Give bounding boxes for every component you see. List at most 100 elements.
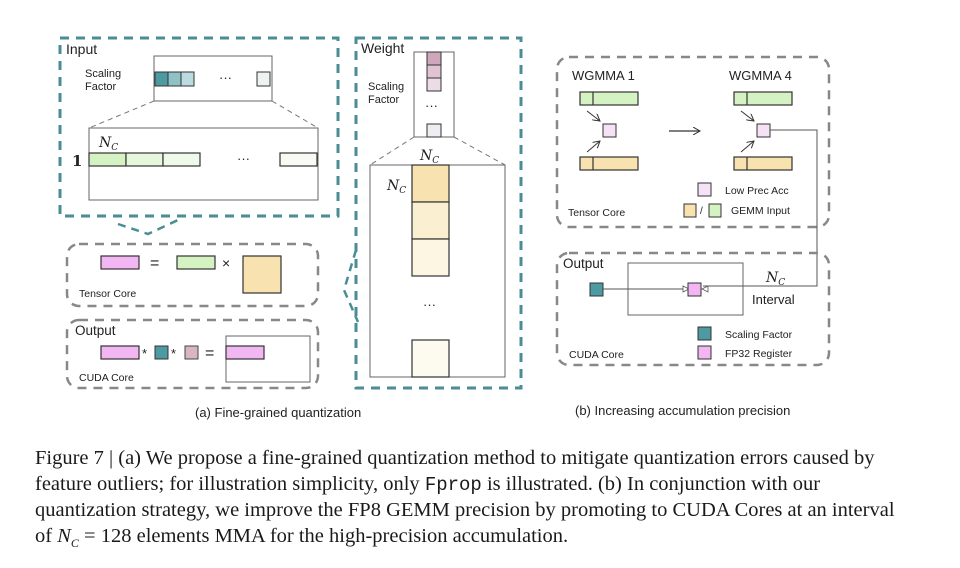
input-scaling-label-1: Scaling bbox=[85, 68, 121, 80]
tensor-core-container-b bbox=[555, 55, 831, 229]
wgmma-1-label: WGMMA 1 bbox=[572, 68, 635, 83]
input-block-2 bbox=[125, 152, 164, 167]
input-block-3 bbox=[162, 152, 201, 167]
output-title-b: Output bbox=[563, 256, 604, 271]
input-scale-cell-1 bbox=[154, 71, 169, 87]
input-scale-cell-3 bbox=[180, 71, 195, 87]
legend-fp32-swatch bbox=[697, 345, 712, 360]
wgmma4-arrow-up bbox=[740, 141, 754, 153]
wgmma4-low-prec-acc bbox=[756, 123, 771, 138]
input-scale-ellipsis: ··· bbox=[219, 70, 232, 85]
input-scale-cell-last bbox=[256, 71, 271, 87]
out-star-1: * bbox=[142, 346, 147, 361]
weight-zoom-line-right bbox=[453, 136, 506, 166]
wgmma4-green-input bbox=[733, 91, 793, 106]
legend-green-swatch bbox=[708, 203, 722, 218]
weight-matrix-ellipsis: ··· bbox=[423, 297, 436, 312]
weight-scale-ellipsis: ··· bbox=[425, 98, 438, 113]
legend-low-prec-acc-swatch bbox=[697, 182, 712, 197]
figure-7-diagram: Input Scaling Factor ··· NC 1 ··· = × Te… bbox=[58, 36, 831, 420]
caption-code: Fprop bbox=[424, 473, 482, 496]
weight-scaling-label-1: Scaling bbox=[368, 81, 404, 93]
input-block-last bbox=[279, 152, 318, 167]
out-star-2: * bbox=[171, 346, 176, 361]
wgmma1-yellow-input bbox=[579, 156, 639, 171]
output-nc-label: NC bbox=[765, 270, 785, 288]
caption-prefix: Figure 7 | (a) We propose a fine-grained… bbox=[35, 447, 875, 495]
input-container bbox=[58, 36, 340, 218]
output-title-a: Output bbox=[75, 323, 116, 338]
weight-block-2 bbox=[411, 201, 450, 240]
weight-scale-cell-3 bbox=[426, 77, 442, 92]
input-row-label: 1 bbox=[72, 152, 82, 170]
weight-scale-cell-1 bbox=[426, 51, 442, 66]
tensor-core-label-a: Tensor Core bbox=[79, 288, 136, 300]
out-result-block bbox=[225, 345, 265, 360]
legend-gemm-input-label: GEMM Input bbox=[731, 205, 790, 217]
tc-weight-block bbox=[242, 255, 282, 294]
weight-title: Weight bbox=[361, 40, 404, 56]
panel-b-caption: (b) Increasing accumulation precision bbox=[575, 403, 790, 418]
wgmma4-yellow-input bbox=[733, 156, 793, 171]
legend-scaling-factor-swatch bbox=[697, 326, 712, 341]
caption-suffix: = 128 elements MMA for the high-precisio… bbox=[78, 524, 569, 547]
weight-scale-cell-2 bbox=[426, 64, 442, 79]
input-chevron bbox=[117, 218, 179, 236]
weight-scale-cell-last bbox=[426, 123, 442, 138]
input-title: Input bbox=[66, 41, 97, 57]
input-matrix-ellipsis: ··· bbox=[237, 151, 250, 166]
tc-equals: = bbox=[150, 255, 159, 272]
legend-slash: / bbox=[700, 206, 703, 217]
input-zoom-line-right bbox=[271, 100, 319, 129]
promotion-path bbox=[703, 129, 818, 287]
out-equals: = bbox=[205, 345, 214, 362]
input-block-1 bbox=[88, 152, 127, 167]
cuda-core-label-b: CUDA Core bbox=[569, 349, 624, 361]
scale-arrow-head bbox=[682, 285, 690, 293]
panel-a-caption: (a) Fine-grained quantization bbox=[195, 405, 361, 420]
output-container-a bbox=[65, 318, 320, 390]
tc-input-block bbox=[176, 255, 216, 270]
promotion-arrow-head bbox=[701, 285, 709, 293]
output-container-b bbox=[555, 251, 831, 367]
input-scaling-label-2: Factor bbox=[85, 81, 117, 93]
tensor-core-label-b: Tensor Core bbox=[568, 207, 625, 219]
legend-yellow-swatch bbox=[683, 203, 697, 218]
weight-block-3 bbox=[411, 238, 450, 277]
weight-container bbox=[354, 36, 523, 390]
wgmma1-arrow-down bbox=[586, 110, 600, 121]
caption-middle: is illustrated. (b) In conjunction with … bbox=[35, 472, 895, 547]
output-scaling-factor bbox=[589, 282, 604, 297]
panel-b: WGMMA 1 WGMMA 4 Low Prec Acc / GEMM Inpu… bbox=[555, 55, 831, 418]
tensor-core-container-a bbox=[65, 242, 320, 308]
legend-scaling-factor-label: Scaling Factor bbox=[725, 329, 793, 341]
weight-block-1 bbox=[411, 164, 450, 203]
wgmma4-arrow-down bbox=[740, 110, 754, 121]
out-weight-scale bbox=[184, 345, 199, 360]
figure-caption: Figure 7 | (a) We propose a fine-grained… bbox=[35, 446, 915, 556]
weight-scaling-label-2: Factor bbox=[368, 94, 400, 106]
wgmma1-low-prec-acc bbox=[602, 123, 617, 138]
fp32-register bbox=[687, 282, 702, 297]
weight-nc-top: NC bbox=[419, 148, 439, 166]
panel-a: Input Scaling Factor ··· NC 1 ··· = × Te… bbox=[58, 36, 523, 420]
out-acc-block bbox=[100, 345, 140, 360]
input-zoom-line-left bbox=[88, 100, 155, 129]
tc-times: × bbox=[222, 255, 230, 271]
caption-nc-sub: C bbox=[70, 535, 79, 550]
cuda-core-label-a: CUDA Core bbox=[79, 372, 134, 384]
tc-result-block bbox=[100, 255, 140, 270]
weight-zoom-line-left bbox=[369, 136, 415, 166]
interval-label: Interval bbox=[752, 292, 795, 307]
input-scale-cell-2 bbox=[167, 71, 182, 87]
weight-nc-left: NC bbox=[386, 178, 406, 196]
input-nc-label: NC bbox=[98, 135, 118, 153]
wgmma-4-label: WGMMA 4 bbox=[729, 68, 792, 83]
weight-block-last bbox=[411, 339, 450, 378]
out-input-scale bbox=[154, 345, 169, 360]
wgmma1-arrow-up bbox=[586, 141, 600, 153]
legend-fp32-label: FP32 Register bbox=[725, 348, 793, 360]
caption-nc: N bbox=[57, 524, 71, 547]
legend-low-prec-acc-label: Low Prec Acc bbox=[725, 185, 789, 197]
wgmma1-green-input bbox=[579, 91, 639, 106]
